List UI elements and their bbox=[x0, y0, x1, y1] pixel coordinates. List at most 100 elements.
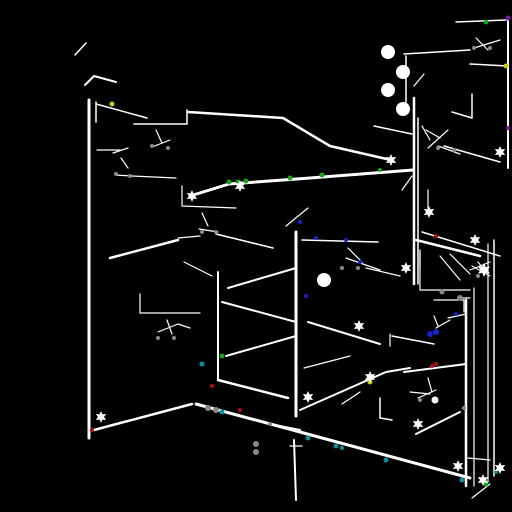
particle-icon bbox=[383, 457, 389, 463]
wall-segment bbox=[435, 319, 451, 329]
wall-segment bbox=[269, 423, 301, 431]
ball-icon bbox=[317, 273, 331, 287]
particle-icon bbox=[462, 406, 466, 410]
wall-segment bbox=[215, 233, 274, 249]
wall-segment bbox=[133, 109, 188, 125]
particle-icon bbox=[505, 15, 511, 21]
particle-icon bbox=[200, 230, 204, 234]
particle-icon bbox=[344, 238, 348, 242]
particle-icon bbox=[356, 266, 360, 270]
particle-icon bbox=[454, 312, 458, 316]
particle-icon bbox=[172, 336, 176, 340]
wall-segment bbox=[151, 139, 171, 148]
wall-segment bbox=[225, 335, 297, 357]
particle-icon bbox=[483, 19, 489, 25]
particle-icon bbox=[319, 172, 325, 178]
star-icon bbox=[477, 474, 489, 486]
ball-icon bbox=[431, 396, 439, 404]
wall-segment bbox=[427, 377, 433, 393]
particle-icon bbox=[253, 441, 259, 447]
star-icon bbox=[186, 190, 198, 202]
star-icon bbox=[385, 154, 397, 166]
particle-icon bbox=[472, 46, 476, 50]
wall-segment bbox=[471, 483, 491, 499]
wall-segment bbox=[437, 145, 461, 155]
wall-segment bbox=[401, 175, 413, 191]
wall-segment bbox=[155, 129, 163, 144]
particle-icon bbox=[238, 408, 242, 412]
particle-icon bbox=[378, 168, 382, 172]
wall-segment bbox=[92, 402, 194, 432]
particle-icon bbox=[452, 148, 456, 152]
wall-segment bbox=[307, 321, 381, 345]
star-icon bbox=[353, 320, 365, 332]
particle-icon bbox=[340, 266, 344, 270]
particle-icon bbox=[494, 470, 498, 474]
particle-icon bbox=[109, 101, 115, 107]
wall-segment bbox=[139, 293, 201, 314]
particle-icon bbox=[430, 364, 434, 368]
particle-icon bbox=[488, 46, 492, 50]
particle-icon bbox=[436, 146, 440, 150]
wall-segment bbox=[227, 267, 297, 289]
particle-icon bbox=[226, 179, 232, 185]
star-icon bbox=[477, 263, 491, 277]
particle-icon bbox=[506, 126, 510, 130]
wall-segment bbox=[221, 301, 297, 323]
balls-layer bbox=[317, 45, 439, 404]
wall-segment bbox=[379, 397, 393, 421]
wall-segment bbox=[345, 257, 381, 271]
wall-segment bbox=[473, 39, 501, 49]
star-icon bbox=[234, 180, 246, 192]
wall-segment bbox=[177, 235, 201, 239]
wall-segment bbox=[433, 315, 439, 327]
particle-icon bbox=[210, 384, 214, 388]
particle-icon bbox=[418, 398, 422, 402]
particle-icon bbox=[457, 295, 463, 301]
particle-icon bbox=[199, 361, 205, 367]
wall-segment bbox=[427, 129, 449, 149]
wall-segment bbox=[95, 103, 148, 119]
wall-segment bbox=[439, 255, 461, 281]
wall-segment bbox=[373, 125, 413, 135]
star-icon bbox=[95, 411, 107, 423]
particle-icon bbox=[90, 428, 94, 432]
wall-segment bbox=[299, 367, 411, 411]
particle-icon bbox=[205, 405, 211, 411]
particles-layer bbox=[90, 15, 511, 487]
wall-segment bbox=[347, 247, 363, 263]
wall-segment bbox=[433, 299, 465, 313]
wall-segment bbox=[285, 207, 309, 227]
particle-icon bbox=[434, 362, 438, 366]
particle-icon bbox=[476, 274, 480, 278]
particle-icon bbox=[305, 435, 311, 441]
wall-segment bbox=[455, 19, 507, 23]
wall-segment bbox=[108, 238, 180, 260]
wall-segment bbox=[403, 49, 471, 55]
star-icon bbox=[469, 234, 481, 246]
stars-layer bbox=[95, 146, 506, 486]
wall-segment bbox=[303, 355, 351, 369]
particle-icon bbox=[128, 174, 132, 178]
star-icon bbox=[423, 206, 435, 218]
ball-icon bbox=[396, 65, 410, 79]
wall-segment bbox=[451, 93, 473, 119]
wall-segment bbox=[112, 147, 129, 154]
wall-segment bbox=[181, 185, 237, 209]
particle-icon bbox=[213, 407, 219, 413]
particle-icon bbox=[340, 446, 344, 450]
walls-layer bbox=[74, 19, 509, 501]
particle-icon bbox=[459, 477, 465, 483]
wall-segment bbox=[415, 411, 461, 435]
wall-segment bbox=[120, 157, 129, 169]
wall-segment bbox=[449, 253, 471, 275]
particle-icon bbox=[434, 234, 438, 238]
wall-segment bbox=[403, 363, 467, 373]
wall-segment bbox=[183, 261, 213, 277]
particle-icon bbox=[439, 289, 445, 295]
wall-segment bbox=[216, 378, 290, 400]
particle-icon bbox=[243, 178, 249, 184]
